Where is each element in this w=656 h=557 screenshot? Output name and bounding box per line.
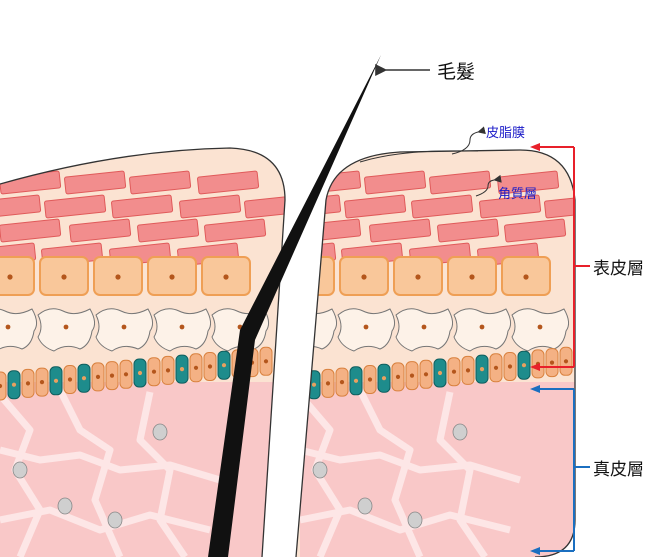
spinous-cell <box>96 309 153 351</box>
nucleus <box>480 325 485 330</box>
nucleus <box>208 364 212 368</box>
stratum-corneum-label: 角質層 <box>498 187 537 202</box>
nucleus <box>124 372 128 376</box>
nucleus <box>466 368 470 372</box>
spinous-cell <box>454 309 511 351</box>
nucleus <box>364 325 369 330</box>
spinous-cell <box>396 309 453 351</box>
nucleus <box>68 377 72 381</box>
spinous-cell <box>512 309 569 351</box>
nucleus <box>115 274 120 279</box>
dermis-cell <box>313 462 327 478</box>
nucleus <box>152 370 156 374</box>
nucleus <box>110 374 114 378</box>
nucleus <box>138 371 142 375</box>
dermis-cell <box>153 424 167 440</box>
nucleus <box>306 325 311 330</box>
nucleus <box>422 325 427 330</box>
nucleus <box>122 325 127 330</box>
spinous-cell <box>338 309 395 351</box>
nucleus <box>469 274 474 279</box>
skin-section-left <box>0 140 306 557</box>
nucleus <box>180 325 185 330</box>
nucleus <box>6 325 11 330</box>
nucleus <box>222 363 226 367</box>
dermis-cell <box>408 512 422 528</box>
nucleus <box>61 274 66 279</box>
nucleus <box>307 274 312 279</box>
dermis-cell <box>58 498 72 514</box>
nucleus <box>494 366 498 370</box>
nucleus <box>40 380 44 384</box>
nucleus <box>326 381 330 385</box>
hair-label: 毛髮 <box>437 61 475 83</box>
spinous-layer-right <box>280 309 569 351</box>
nucleus <box>361 274 366 279</box>
granular-layer-right <box>286 257 550 295</box>
nucleus <box>438 371 442 375</box>
nucleus <box>54 379 58 383</box>
nucleus <box>96 375 100 379</box>
nucleus <box>82 376 86 380</box>
dermis-cell <box>453 424 467 440</box>
basal-cell <box>294 372 306 400</box>
spinous-cell <box>280 309 337 351</box>
nucleus <box>480 367 484 371</box>
nucleus <box>368 377 372 381</box>
nucleus <box>415 274 420 279</box>
nucleus <box>452 370 456 374</box>
nucleus <box>166 368 170 372</box>
nucleus <box>12 383 16 387</box>
nucleus <box>180 367 184 371</box>
nucleus <box>354 379 358 383</box>
epidermis-label: 表皮層 <box>593 259 644 279</box>
nucleus <box>223 274 228 279</box>
nucleus <box>523 274 528 279</box>
nucleus <box>396 375 400 379</box>
nucleus <box>169 274 174 279</box>
granular-cell <box>0 257 34 295</box>
nucleus <box>312 383 316 387</box>
nucleus <box>7 274 12 279</box>
nucleus <box>522 363 526 367</box>
spinous-cell <box>154 309 211 351</box>
nucleus <box>564 359 568 363</box>
nucleus <box>550 361 554 365</box>
dermis-cell <box>13 462 27 478</box>
dermis-label: 真皮層 <box>593 460 644 480</box>
dermis-cell <box>108 512 122 528</box>
nucleus <box>382 376 386 380</box>
nucleus <box>64 325 69 330</box>
dermis-right <box>300 382 575 557</box>
dermis-cell <box>358 498 372 514</box>
spinous-cell <box>38 309 95 351</box>
skin-section-right <box>274 140 605 557</box>
granular-cell <box>286 257 334 295</box>
nucleus <box>264 359 268 363</box>
nucleus <box>424 372 428 376</box>
nucleus <box>194 366 198 370</box>
nucleus <box>538 325 543 330</box>
nucleus <box>26 381 30 385</box>
nucleus <box>508 364 512 368</box>
nucleus <box>340 380 344 384</box>
sebum-film-label: 皮脂膜 <box>486 126 525 141</box>
nucleus <box>298 384 302 388</box>
nucleus <box>410 374 414 378</box>
